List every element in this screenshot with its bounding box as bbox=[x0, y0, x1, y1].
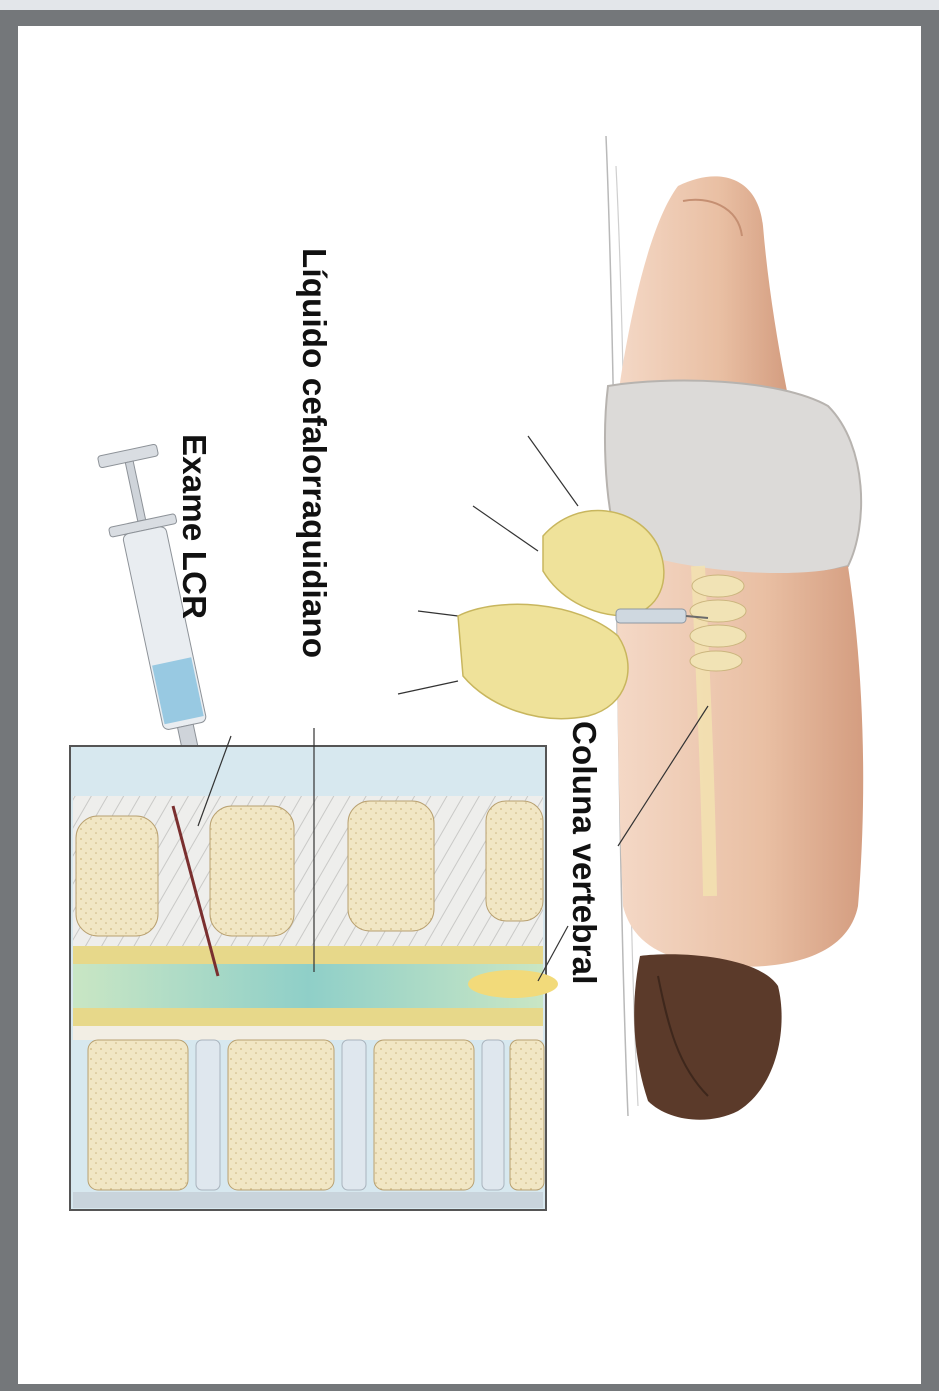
spine-cross-section-icon bbox=[70, 728, 568, 1210]
illustration-sheet: Líquido cefalorraquidiano Exame LCR Colu… bbox=[18, 26, 921, 1384]
patient-figure-icon bbox=[605, 136, 863, 1120]
csf-label: Líquido cefalorraquidiano bbox=[295, 248, 333, 658]
top-strip bbox=[0, 0, 939, 10]
spine-label: Coluna vertebral bbox=[565, 721, 603, 985]
exam-label: Exame LCR bbox=[175, 434, 213, 619]
lumbar-puncture-illustration bbox=[18, 26, 921, 1384]
